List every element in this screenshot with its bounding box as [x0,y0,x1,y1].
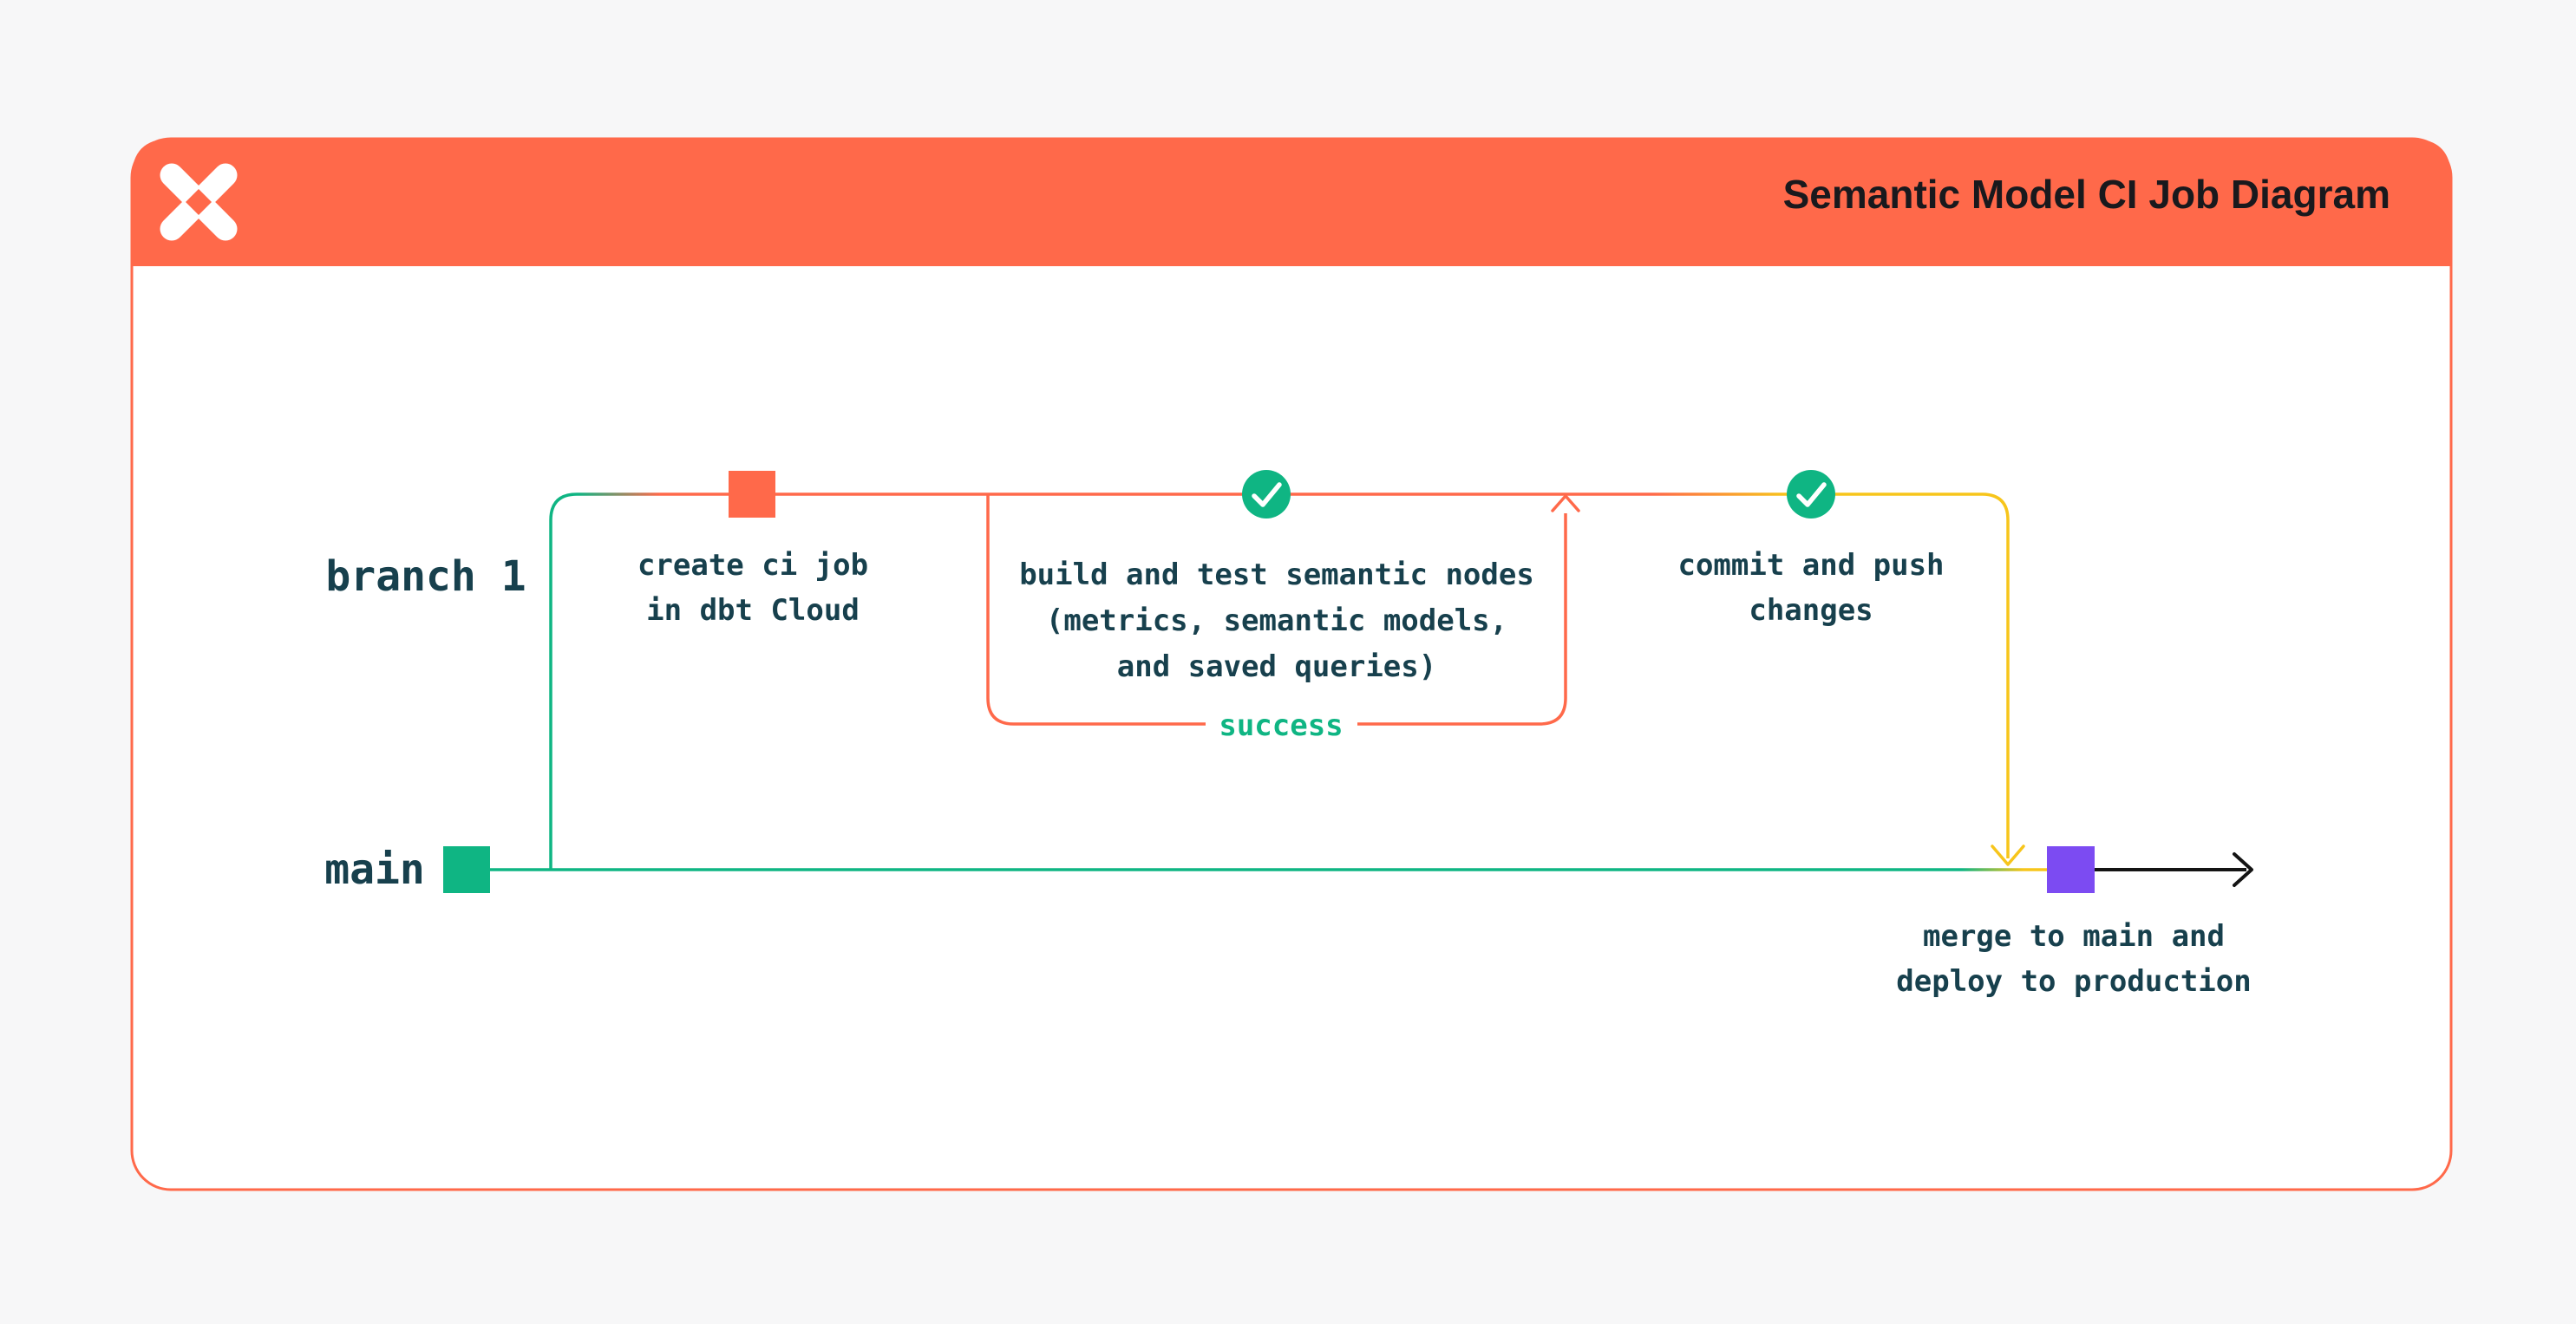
success-loop-up-arrow-icon [1551,494,1580,512]
commit-square-main-icon [443,846,490,893]
build-test-label-line3: and saved queries) [1117,649,1436,684]
check-circle-commit-push-icon [1787,470,1835,519]
dbt-logo-icon [160,163,238,241]
page-title: Semantic Model CI Job Diagram [1783,172,2390,217]
commit-push-label-line1: commit and push [1677,548,1944,583]
merge-deploy-label-line1: merge to main and [1923,919,2225,954]
production-arrow-icon [2095,852,2253,887]
success-loop-right [1357,513,1567,726]
commit-square-create-ci-icon [729,471,775,518]
merge-deploy-label-line2: deploy to production [1896,964,2251,999]
create-ci-label-line1: create ci job [637,548,868,583]
commit-push-label-line2: changes [1749,593,1873,628]
branch1-label: branch 1 [325,552,526,601]
success-loop-left [986,494,1206,726]
main-label: main [324,845,425,894]
build-test-label-line2: (metrics, semantic models, [1046,603,1507,638]
success-label: success [1219,708,1343,743]
create-ci-label-line2: in dbt Cloud [646,593,860,628]
check-circle-build-test-icon [1242,470,1291,519]
build-test-label-line1: build and test semantic nodes [1019,558,1534,592]
commit-square-merge-icon [2047,846,2095,893]
merge-down-arrow-icon [1991,845,2025,866]
card-header [132,139,2451,266]
